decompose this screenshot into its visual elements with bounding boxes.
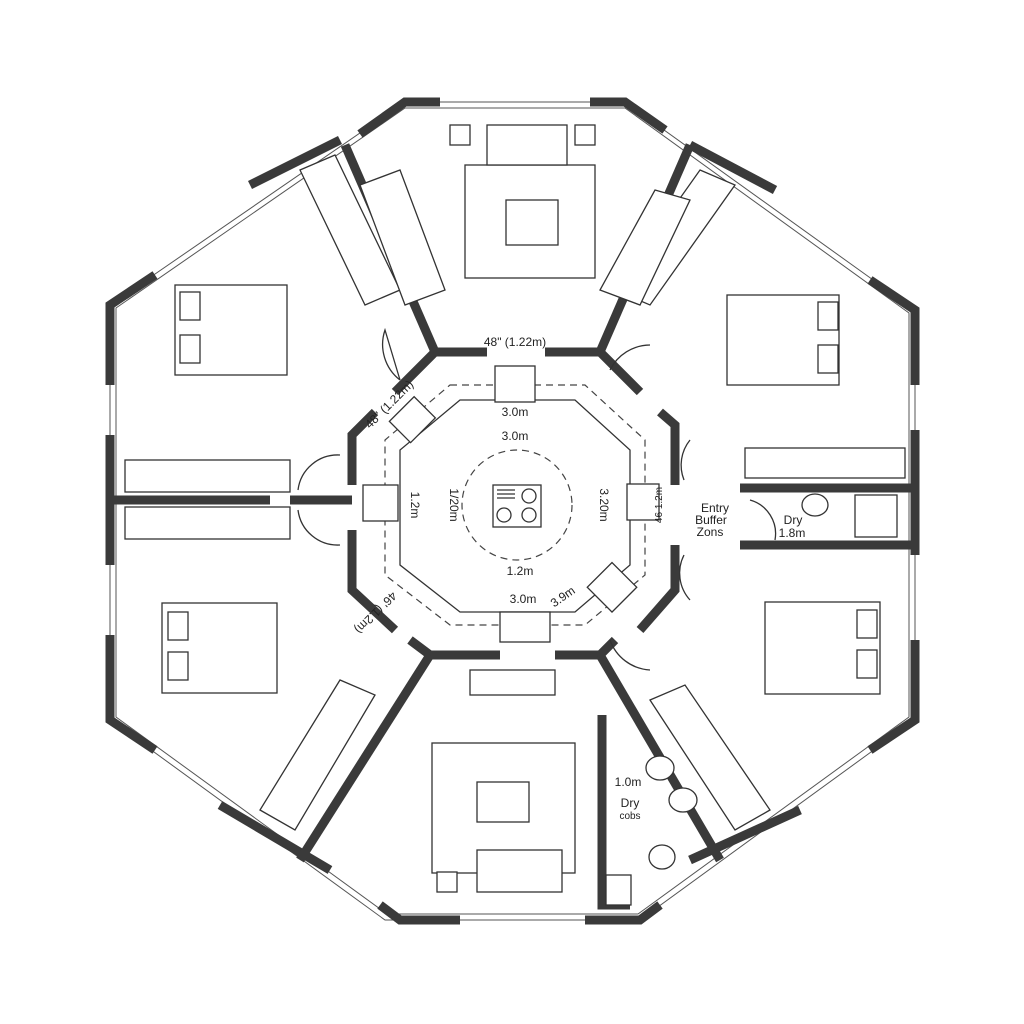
wardrobes <box>124 154 906 831</box>
cooktop-island <box>492 484 542 528</box>
dimension-label: 3.0m <box>502 405 529 419</box>
stove <box>586 561 638 613</box>
sink <box>499 611 551 643</box>
entry-label: Zons <box>697 525 724 539</box>
dimension-labels: 48" (1.22m) 48" (1.22m) 46' (1.2m) 3.0m … <box>352 335 665 637</box>
bedrooms <box>161 284 881 695</box>
dry-label: Dry <box>784 513 803 527</box>
dimension-label: 46 1.2m <box>654 487 665 523</box>
outer-wall-segments <box>105 97 920 925</box>
dimension-label: 1.0m <box>615 775 642 789</box>
dry-sub-label: cobs <box>619 811 640 822</box>
dimension-label: 3.20m <box>597 488 611 521</box>
bathrooms <box>605 493 898 906</box>
fridge <box>494 365 536 403</box>
dimension-label: 1.8m <box>779 526 806 540</box>
dimension-label: 1.2m <box>408 492 422 519</box>
dimension-label: 1.2m <box>507 564 534 578</box>
dimension-label: 3.0m <box>510 592 537 606</box>
top-opening-label: 48" (1.22m) <box>484 335 546 349</box>
living-rooms <box>431 124 596 893</box>
dimension-label: 3.0m <box>502 429 529 443</box>
room-labels: Entry Buffer Zons Dry 1.8m 1.0m Dry cobs <box>615 501 806 822</box>
dimension-label: 1/20m <box>447 488 461 521</box>
entry-label: Buffer <box>695 513 727 527</box>
dimension-label: 3.9m <box>548 583 578 610</box>
doors <box>297 327 777 671</box>
sink <box>388 395 437 444</box>
dry-label: Dry <box>621 796 640 810</box>
cabinet <box>362 484 399 522</box>
cabinet <box>626 483 660 521</box>
entry-label: Entry <box>701 501 729 515</box>
